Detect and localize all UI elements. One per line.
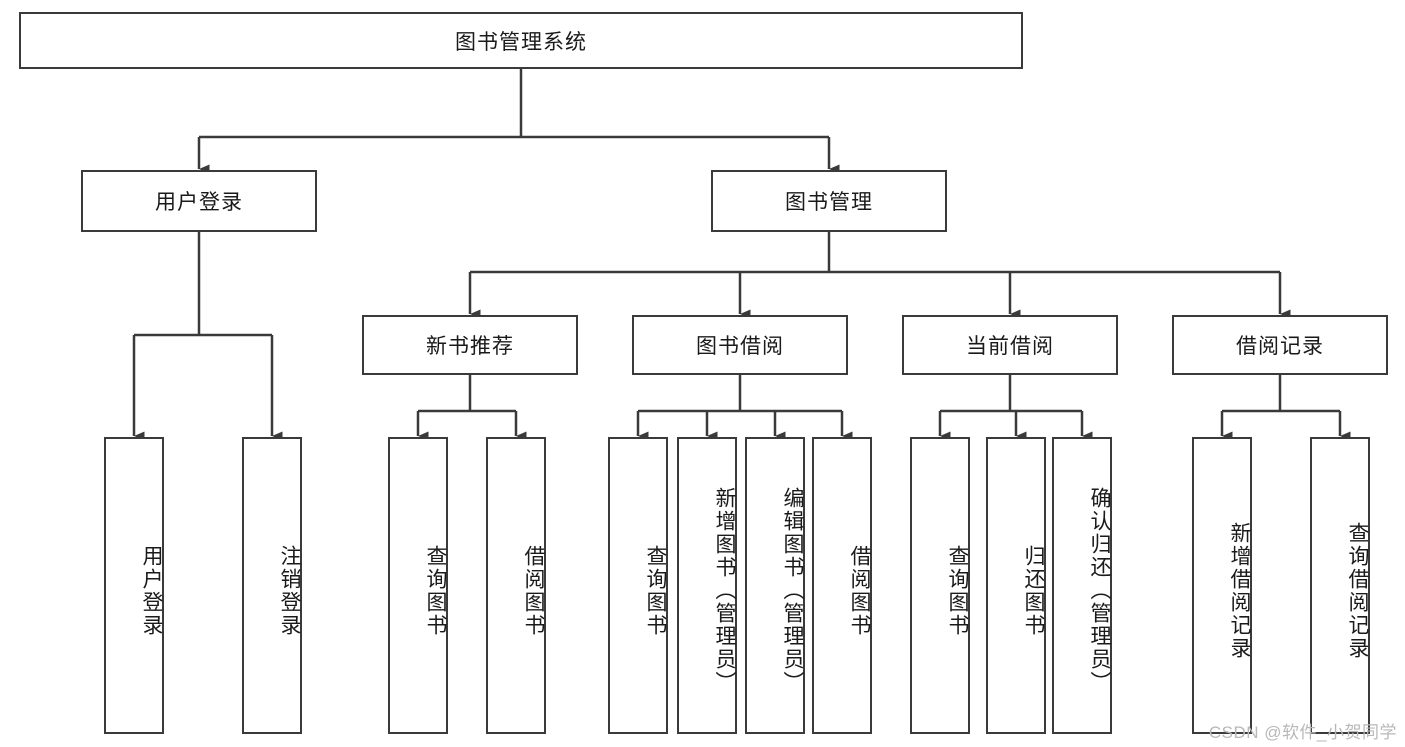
connector-paths xyxy=(132,69,1351,441)
node-label: 归还图书 xyxy=(1022,544,1045,637)
node-label: 新书推荐 xyxy=(426,335,514,358)
node-leaf-borrow-borrow-book[interactable]: 借阅图书 xyxy=(812,437,872,734)
node-label: 注销登录 xyxy=(278,544,301,637)
node-label: 新增借阅记录 xyxy=(1228,521,1251,660)
node-leaf-recommend-query-book[interactable]: 查询图书 xyxy=(388,437,448,734)
node-leaf-current-confirm-return[interactable]: 确认归还（管理员） xyxy=(1052,437,1112,734)
node-leaf-user-login[interactable]: 用户登录 xyxy=(104,437,164,734)
node-book-management[interactable]: 图书管理 xyxy=(711,170,947,232)
node-label: 当前借阅 xyxy=(966,335,1054,358)
node-label: 借阅记录 xyxy=(1236,335,1324,358)
node-label: 图书借阅 xyxy=(696,335,784,358)
node-book-borrow[interactable]: 图书借阅 xyxy=(632,315,848,375)
node-label: 借阅图书 xyxy=(848,544,871,637)
node-label: 用户登录 xyxy=(140,544,163,637)
node-label: 查询图书 xyxy=(424,544,447,637)
node-label: 查询借阅记录 xyxy=(1346,521,1369,660)
node-book-management-system[interactable]: 图书管理系统 xyxy=(19,12,1023,69)
node-leaf-user-logout[interactable]: 注销登录 xyxy=(242,437,302,734)
node-label: 确认归还（管理员） xyxy=(1088,487,1111,694)
node-leaf-borrow-add-book[interactable]: 新增图书（管理员） xyxy=(677,437,737,734)
node-label: 用户登录 xyxy=(155,191,243,214)
node-label: 新增图书（管理员） xyxy=(713,487,736,694)
node-user-login[interactable]: 用户登录 xyxy=(81,170,317,232)
node-leaf-borrow-query-book[interactable]: 查询图书 xyxy=(608,437,668,734)
node-leaf-record-query[interactable]: 查询借阅记录 xyxy=(1310,437,1370,734)
node-leaf-borrow-edit-book[interactable]: 编辑图书（管理员） xyxy=(745,437,805,734)
node-new-book-recommend[interactable]: 新书推荐 xyxy=(362,315,578,375)
node-leaf-record-add[interactable]: 新增借阅记录 xyxy=(1192,437,1252,734)
node-leaf-current-query-book[interactable]: 查询图书 xyxy=(910,437,970,734)
node-borrow-record[interactable]: 借阅记录 xyxy=(1172,315,1388,375)
node-current-borrow[interactable]: 当前借阅 xyxy=(902,315,1118,375)
node-leaf-current-return-book[interactable]: 归还图书 xyxy=(986,437,1046,734)
node-label: 图书管理系统 xyxy=(455,30,587,54)
node-leaf-recommend-borrow-book[interactable]: 借阅图书 xyxy=(486,437,546,734)
node-label: 编辑图书（管理员） xyxy=(781,487,804,694)
node-label: 借阅图书 xyxy=(522,544,545,637)
node-label: 图书管理 xyxy=(785,191,873,214)
node-label: 查询图书 xyxy=(644,544,667,637)
node-label: 查询图书 xyxy=(946,544,969,637)
